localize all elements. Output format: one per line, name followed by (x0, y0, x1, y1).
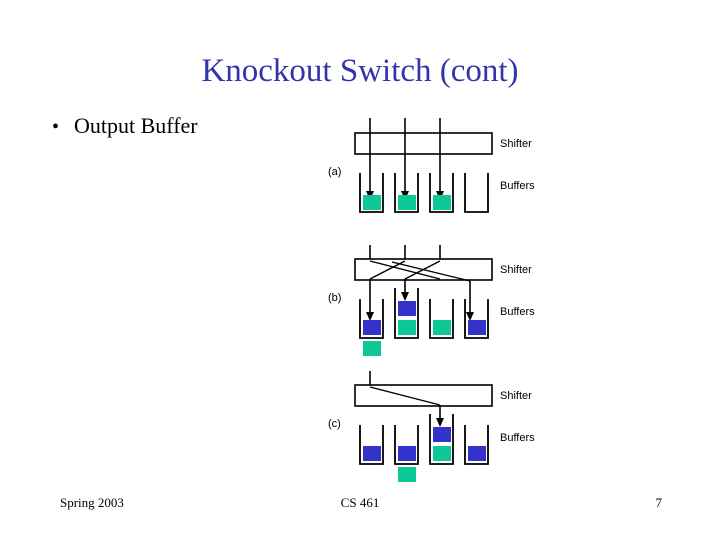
panel-letter-c: (c) (328, 418, 341, 430)
panel-c-buffer-1 (359, 425, 384, 465)
panel-b-shifter-label: Shifter (500, 264, 532, 276)
panel-a-group (354, 118, 493, 213)
panel-c-shifter-bar (354, 384, 493, 407)
panel-b-packet-b2-blue (398, 301, 416, 316)
panel-b-group (354, 245, 493, 356)
panel-a-packet-b1-green (363, 195, 381, 210)
footer-term: Spring 2003 (60, 495, 124, 510)
panel-c-packet-b2-blue (398, 446, 416, 461)
panel-b-buffer-1 (359, 299, 384, 339)
panel-b-cross-line-4 (391, 261, 471, 282)
panel-a-shifter-bar (354, 132, 493, 155)
panel-c-buffer-2 (394, 425, 419, 465)
footer-course: CS 461 (340, 495, 380, 510)
panel-b-buffer-3 (429, 299, 454, 339)
panel-a-shifter-label: Shifter (500, 138, 532, 150)
panel-letter-b: (b) (328, 292, 342, 304)
panel-a-buffer-3 (429, 173, 454, 213)
panel-a-packet-b3-green (433, 195, 451, 210)
panel-b-departed-packet-green (363, 341, 381, 356)
slide-footer: Spring 2003 CS 461 7 (0, 495, 720, 515)
bullet-item-output-buffer: • Output Buffer (52, 113, 198, 140)
page-title: Knockout Switch (cont) (201, 53, 519, 89)
panel-b-packet-b2-green (398, 320, 416, 335)
bullet-label: Output Buffer (74, 113, 198, 138)
panel-c-group (354, 371, 493, 482)
panel-c-diagonal-line (369, 386, 441, 406)
panel-c-packet-b3-green (433, 446, 451, 461)
bullet-marker-icon: • (52, 116, 60, 138)
panel-b-cross-line-1 (369, 260, 441, 280)
panel-c-departed-packet-green (398, 467, 416, 482)
panel-a-packet-b2-green (398, 195, 416, 210)
panel-b-packet-b3-green (433, 320, 451, 335)
panel-c-buffer-4 (464, 425, 489, 465)
panel-c-packet-b4-blue (468, 446, 486, 461)
panel-c-buffer-3 (429, 414, 454, 465)
footer-page-number: 7 (655, 495, 663, 510)
panel-a-buffers-label: Buffers (500, 180, 535, 192)
panel-b-arrowhead-3 (466, 312, 474, 321)
panel-c-packet-b1-blue (363, 446, 381, 461)
panel-a-buffer-4 (464, 173, 489, 213)
panel-a-buffer-1 (359, 173, 384, 213)
panel-b-packet-b1-blue (363, 320, 381, 335)
panel-c-shifter-label: Shifter (500, 390, 532, 402)
panel-c-packet-b3-blue (433, 427, 451, 442)
panel-b-buffer-2 (394, 288, 419, 339)
panel-b-buffer-4 (464, 299, 489, 339)
panel-c-arrowhead-1 (436, 418, 444, 427)
panel-b-packet-b4-blue (468, 320, 486, 335)
panel-c-buffers-label: Buffers (500, 432, 535, 444)
panel-b-arrowhead-1 (366, 312, 374, 321)
panel-letter-a: (a) (328, 166, 342, 178)
panel-b-buffers-label: Buffers (500, 306, 535, 318)
panel-a-buffer-2 (394, 173, 419, 213)
panel-b-arrowhead-2 (401, 292, 409, 301)
